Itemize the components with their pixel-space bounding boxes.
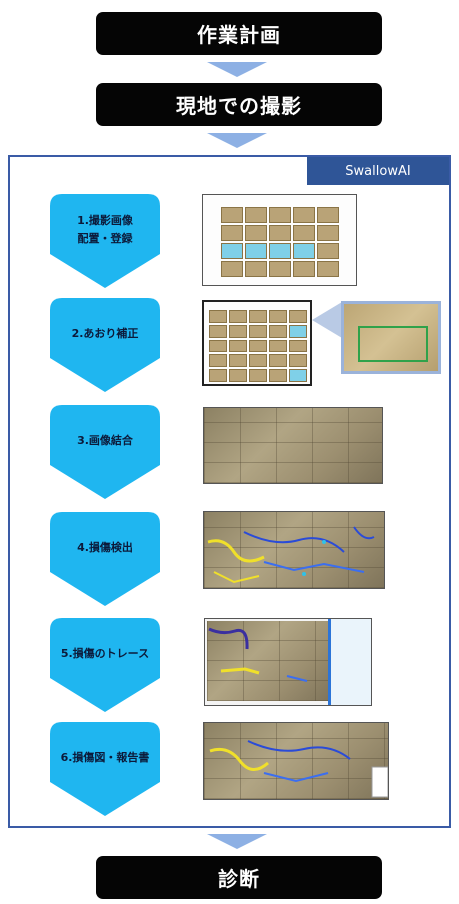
- thumb-damage-tracing: [204, 618, 372, 706]
- thumb-keystone-correction-sheet: [202, 300, 312, 386]
- detected-damage-overlay: [207, 526, 375, 584]
- flow-arrow-3: [207, 834, 267, 849]
- thumb-image-registration-sheet: [202, 194, 357, 286]
- step-2-shape-bg: [50, 298, 160, 392]
- step-5-shape-bg: [50, 618, 160, 712]
- zoom-callout-connector: [312, 302, 342, 338]
- step-4-shape: 4.損傷検出: [50, 512, 160, 608]
- step-1-label-line2: 配置・登録: [77, 232, 133, 245]
- step-3-label: 3.画像結合: [77, 434, 133, 448]
- step-4-shape-bg: [50, 512, 160, 606]
- step-1-shape-bg: [50, 194, 160, 288]
- step-3-shape: 3.画像結合: [50, 405, 160, 501]
- tracing-side-panel: [328, 619, 371, 705]
- corrected-photo-grid: [209, 310, 307, 382]
- step-3-shape-bg: [50, 405, 160, 499]
- tracing-photo: [207, 621, 329, 701]
- step-6-label: 6.損傷図・報告書: [60, 751, 150, 765]
- zoomed-correction-photo: [341, 301, 441, 374]
- damage-map-overlay: [209, 740, 388, 798]
- step-6-shape: 6.損傷図・報告書: [50, 722, 160, 818]
- step-5-label: 5.損傷のトレース: [60, 647, 150, 661]
- thumb-damage-map-report: [203, 722, 389, 800]
- step-2-shape: 2.あおり補正: [50, 298, 160, 394]
- thumb-damage-detection: [203, 511, 385, 589]
- step-field-photography-label: 現地での撮影: [176, 94, 302, 118]
- step-1-label-line1: 1.撮影画像: [77, 214, 133, 228]
- traced-damage-overlay: [208, 627, 308, 682]
- step-1-shape: 1.撮影画像配置・登録: [50, 194, 160, 290]
- step-5-shape: 5.損傷のトレース: [50, 618, 160, 714]
- step-work-plan-label: 作業計画: [197, 23, 281, 47]
- step-work-plan: 作業計画: [96, 12, 382, 55]
- step-2-label: 2.あおり補正: [71, 327, 139, 341]
- flow-arrow-1: [207, 62, 267, 77]
- thumb-stitched-image: [203, 407, 383, 484]
- registered-photo-grid: [221, 207, 339, 277]
- step-diagnosis-label: 診断: [218, 867, 260, 891]
- step-6-shape-bg: [50, 722, 160, 816]
- swallowai-tag: SwallowAI: [307, 157, 449, 185]
- flow-arrow-2: [207, 133, 267, 148]
- correction-region-rect: [358, 326, 428, 362]
- step-field-photography: 現地での撮影: [96, 83, 382, 126]
- step-4-label: 4.損傷検出: [77, 541, 133, 555]
- step-diagnosis: 診断: [96, 856, 382, 899]
